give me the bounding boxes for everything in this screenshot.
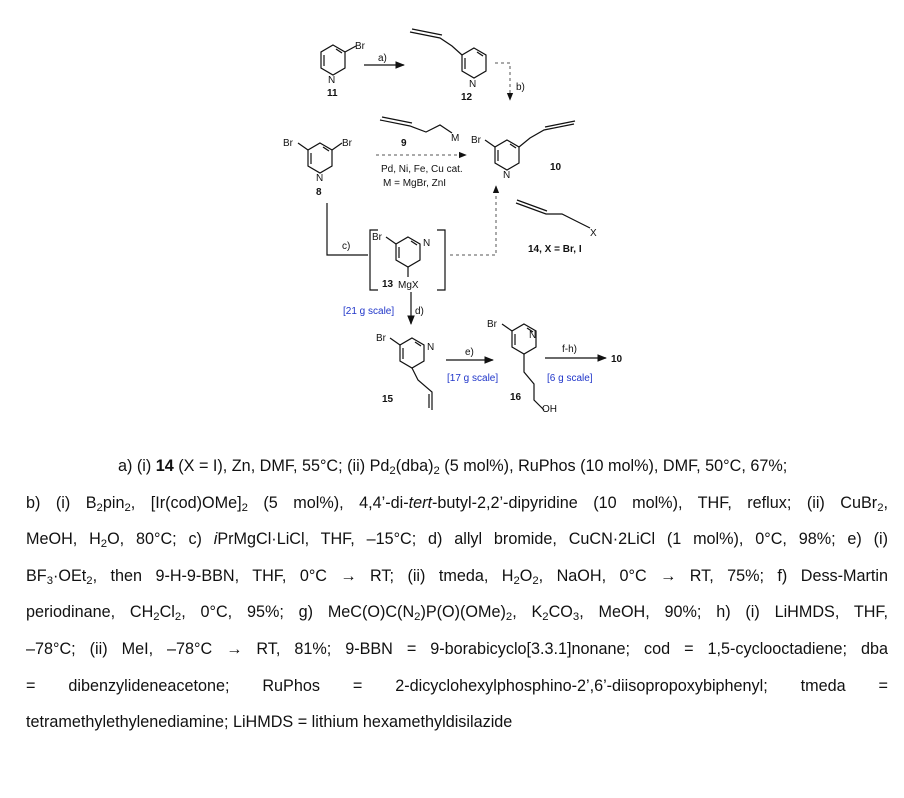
compound-9-label: 9 [401,138,407,149]
molecule-8: Br Br N 8 [283,138,353,198]
footnote-line-2: b) (i) B2pin2, [Ir(cod)OMe]2 (5 mol%), 4… [26,493,889,514]
footnote-line-8: tetramethylethylenediamine; LiHMDS = lit… [26,713,513,732]
atom-label: Br [342,138,353,149]
atom-label: Br [471,135,482,146]
molecule-12: N 12 [409,28,487,103]
step-e-label: e) [465,347,474,358]
step-b-label: b) [516,82,525,93]
compound-14-label: 14, X = Br, I [528,244,582,255]
compound-11-label: 11 [327,88,338,99]
scale-note-d: [21 g scale] [343,306,394,317]
molecule-16: Br N OH 16 [487,319,557,415]
footnote-line-1: a) (i) 14 (X = I), Zn, DMF, 55°C; (ii) P… [118,457,788,477]
molecule-11: Br N 11 [320,41,366,99]
compound-10-final-label: 10 [611,354,623,365]
arrow-c [326,203,368,256]
scale-note-e: [17 g scale] [447,373,498,384]
compound-8-label: 8 [316,187,322,198]
atom-label: Br [376,333,387,344]
atom-label: N [503,170,510,181]
arrow-13-to-10 [450,185,500,256]
step-a-label: a) [378,53,387,64]
compound-13-label: 13 [382,279,394,290]
atom-oh: OH [542,404,557,415]
atom-label: Br [283,138,294,149]
molecule-14: X 14, X = Br, I [515,199,597,255]
arrow-b [495,62,514,101]
atom-label: N [469,79,476,90]
compound-16-label: 16 [510,392,522,403]
reaction-conditions-footnote: a) (i) 14 (X = I), Zn, DMF, 55°C; (ii) P… [26,448,888,741]
molecule-10: Br N 10 [471,120,576,181]
step-d-label: d) [415,306,424,317]
molecule-15: Br N 15 [376,333,434,410]
step-c-label: c) [342,241,350,252]
footnote-line-7: = dibenzylideneacetone; RuPhos = 2-dicyc… [26,676,888,695]
atom-br: Br [355,41,366,52]
atom-label: N [423,238,430,249]
footnote-line-5: periodinane, CH2Cl2, 0°C, 95%; g) MeC(O)… [26,603,888,624]
synthesis-scheme: Br N 11 a) N 12 b) Br Br N 8 M 9 Pd, Ni, [283,28,623,415]
atom-label: M [451,133,459,144]
reagent-9: M 9 [379,116,459,149]
compound-10-label: 10 [550,162,562,173]
atom-label: Br [372,232,383,243]
compound-15-label: 15 [382,394,394,405]
atom-label: X [590,228,597,239]
scale-note-fh: [6 g scale] [547,373,593,384]
catalyst-label: Pd, Ni, Fe, Cu cat. [381,164,463,175]
m-definition-label: M = MgBr, ZnI [383,178,446,189]
molecule-13: Br N MgX 13 [369,229,446,291]
footnote-line-6: –78°C; (ii) MeI, –78°C → RT, 81%; 9-BBN … [26,639,888,658]
atom-label: N [316,173,323,184]
compound-12-label: 12 [461,92,473,103]
atom-label: MgX [398,280,419,291]
atom-n: N [328,75,335,86]
atom-label: N [529,330,536,341]
atom-label: Br [487,319,498,330]
step-fh-label: f-h) [562,344,577,355]
footnote-line-3: MeOH, H2O, 80°C; c) iPrMgCl·LiCl, THF, –… [26,530,888,551]
footnote-line-4: BF3·OEt2, then 9-H-9-BBN, THF, 0°C → RT;… [26,566,888,587]
atom-label: N [427,342,434,353]
